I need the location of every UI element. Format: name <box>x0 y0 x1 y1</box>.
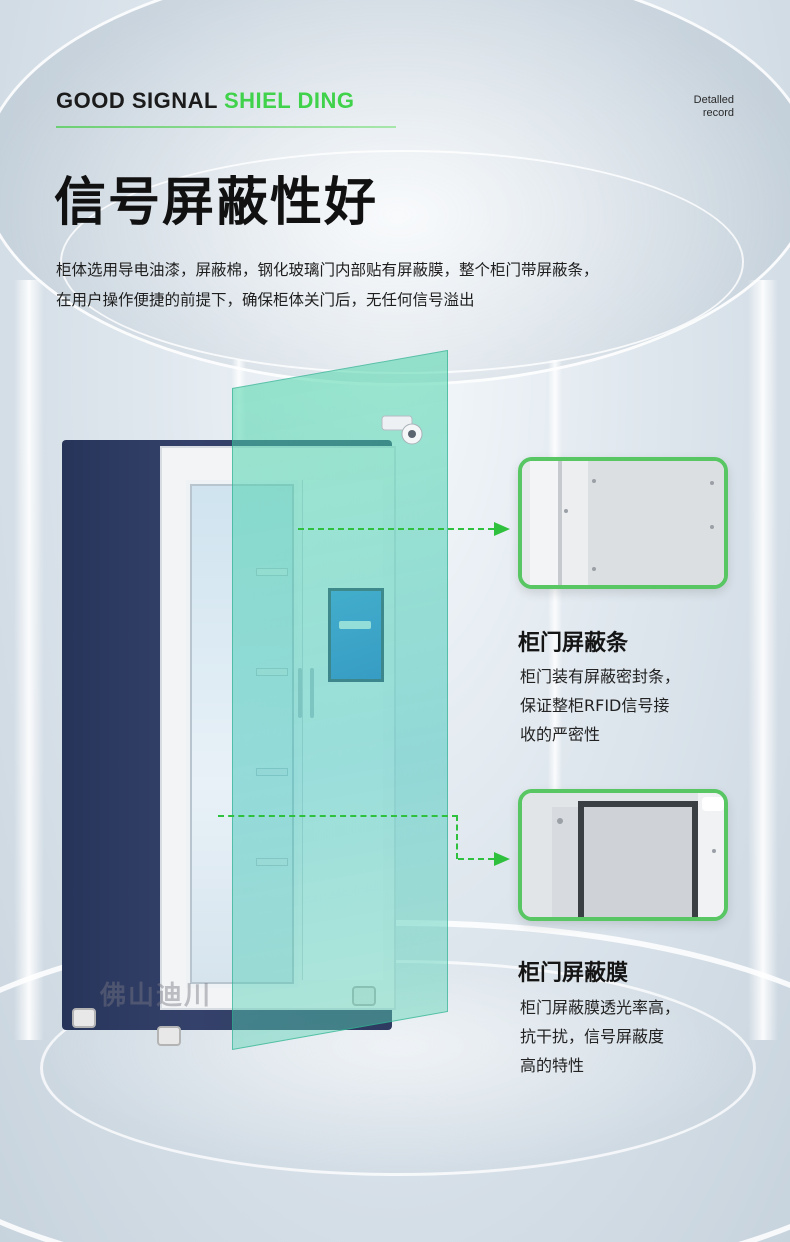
header-underline <box>56 126 396 128</box>
feature-desc-line: 收的严密性 <box>520 725 601 744</box>
feature-title-door-strip: 柜门屏蔽条 <box>518 631 629 656</box>
door-strip-closeup <box>522 461 724 585</box>
background-light-right <box>748 280 778 1040</box>
detail-record-label: Detalled record <box>694 94 734 120</box>
connector-arrow-film <box>494 852 510 866</box>
section-tag-green: SHIEL DING <box>223 88 355 113</box>
page-description: 柜体选用导电油漆，屏蔽棉，钢化玻璃门内部贴有屏蔽膜，整个柜门带屏蔽条， 在用户操… <box>56 255 736 315</box>
connector-line-strip <box>298 528 494 530</box>
connector-arrow-strip <box>494 522 510 536</box>
description-line-1: 柜体选用导电油漆，屏蔽棉，钢化玻璃门内部贴有屏蔽膜，整个柜门带屏蔽条， <box>56 261 599 279</box>
camera-icon <box>381 415 423 445</box>
door-film-closeup <box>522 793 724 917</box>
cabinet-wheel <box>157 1026 181 1046</box>
description-line-2: 在用户操作便捷的前提下，确保柜体关门后，无任何信号溢出 <box>56 291 475 309</box>
feature-desc-door-film: 柜门屏蔽膜透光率高， 抗干扰，信号屏蔽度 高的特性 <box>520 993 720 1080</box>
watermark: 佛山迪川 <box>100 981 213 1011</box>
connector-line-film-vertical <box>456 815 458 859</box>
connector-line-film-end <box>458 858 494 860</box>
shielding-glass-panel <box>232 349 448 1051</box>
feature-desc-door-strip: 柜门装有屏蔽密封条， 保证整柜RFID信号接 收的严密性 <box>520 662 720 749</box>
feature-desc-line: 柜门装有屏蔽密封条， <box>520 667 681 686</box>
feature-desc-line: 高的特性 <box>520 1056 585 1075</box>
background-light-left <box>14 280 44 1040</box>
feature-desc-line: 抗干扰，信号屏蔽度 <box>520 1027 665 1046</box>
page-title: 信号屏蔽性好 <box>54 173 379 233</box>
section-tag-dark: GOOD SIGNAL <box>56 88 218 113</box>
feature-desc-line: 柜门屏蔽膜透光率高， <box>520 998 681 1017</box>
detail-image-door-strip <box>518 457 728 589</box>
detail-image-door-film <box>518 789 728 921</box>
feature-desc-line: 保证整柜RFID信号接 <box>520 696 670 715</box>
feature-title-door-film: 柜门屏蔽膜 <box>518 961 629 986</box>
cabinet-wheel <box>72 1008 96 1028</box>
detail-record-line2: record <box>702 107 734 119</box>
detail-record-line1: Detalled <box>693 94 734 106</box>
connector-line-film <box>218 815 458 817</box>
